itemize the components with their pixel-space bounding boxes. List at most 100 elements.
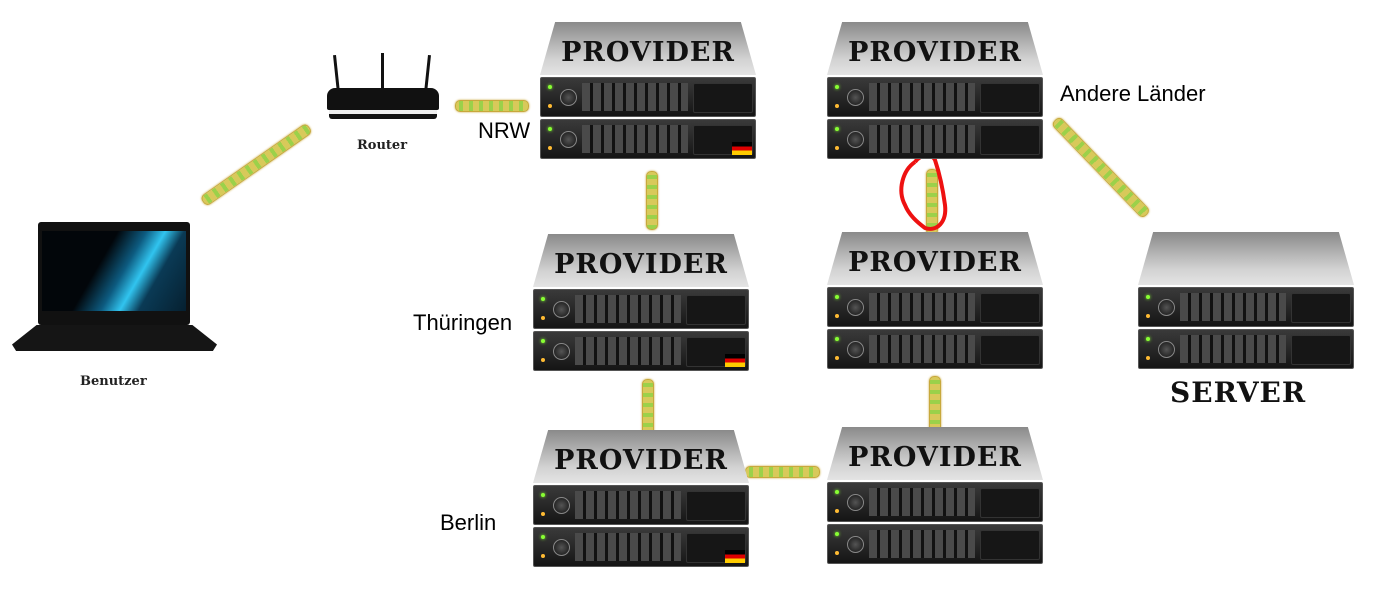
power-led-icon: [835, 337, 839, 341]
activity-led-icon: [541, 554, 545, 558]
provider-title: PROVIDER: [561, 37, 735, 68]
red-highlight-circle: [899, 153, 948, 231]
target-server: [1138, 232, 1354, 369]
server-unit: [540, 119, 756, 159]
power-button: [847, 131, 864, 148]
drive-bays: [869, 83, 975, 111]
server-top: [1138, 232, 1354, 285]
activity-led-icon: [541, 358, 545, 362]
server-unit: [533, 485, 749, 525]
drive-bays: [869, 125, 975, 153]
provider-bottom-right: PROVIDER: [827, 427, 1043, 564]
server-unit: [540, 77, 756, 117]
server-unit: [1138, 329, 1354, 369]
server-unit: [827, 524, 1043, 564]
power-button: [1158, 299, 1175, 316]
vent-grille: [1291, 335, 1351, 365]
server-unit: [533, 289, 749, 329]
server-top: PROVIDER: [827, 232, 1043, 285]
provider-title: PROVIDER: [554, 445, 728, 476]
vent-grille: [686, 295, 746, 325]
activity-led-icon: [835, 104, 839, 108]
power-led-icon: [835, 127, 839, 131]
power-button: [553, 301, 570, 318]
vent-grille: [980, 293, 1040, 323]
power-led-icon: [1146, 295, 1150, 299]
provider-middle-right: PROVIDER: [827, 232, 1043, 369]
drive-bays: [575, 337, 681, 365]
drive-bays: [575, 295, 681, 323]
vent-grille: [1291, 293, 1351, 323]
drive-bays: [575, 533, 681, 561]
power-button: [1158, 341, 1175, 358]
power-led-icon: [835, 490, 839, 494]
drive-bays: [582, 125, 688, 153]
region-label-andere-laender: Andere Länder: [1060, 81, 1206, 106]
server-unit: [827, 329, 1043, 369]
drive-bays: [582, 83, 688, 111]
power-led-icon: [541, 297, 545, 301]
vent-grille: [980, 335, 1040, 365]
server-unit: [827, 482, 1043, 522]
activity-led-icon: [548, 104, 552, 108]
vent-grille: [686, 491, 746, 521]
provider-nrw: PROVIDER: [540, 22, 756, 159]
vent-grille: [693, 125, 753, 155]
cable-router-nrw: [455, 100, 529, 112]
laptop-base: [12, 325, 217, 351]
drive-bays: [1180, 335, 1286, 363]
provider-thueringen: PROVIDER: [533, 234, 749, 371]
power-led-icon: [541, 339, 545, 343]
router-label: Router: [357, 138, 408, 153]
activity-led-icon: [541, 316, 545, 320]
power-button: [560, 131, 577, 148]
vent-grille: [980, 83, 1040, 113]
drive-bays: [1180, 293, 1286, 321]
german-flag-icon: [725, 354, 745, 367]
server-top: PROVIDER: [540, 22, 756, 75]
server-unit: [827, 287, 1043, 327]
server-unit: [533, 331, 749, 371]
activity-led-icon: [835, 509, 839, 513]
server-top: PROVIDER: [533, 430, 749, 483]
activity-led-icon: [835, 356, 839, 360]
server-unit: [533, 527, 749, 567]
power-button: [553, 539, 570, 556]
router: [327, 53, 440, 123]
region-label-berlin: Berlin: [440, 510, 497, 535]
drive-bays: [575, 491, 681, 519]
activity-led-icon: [1146, 314, 1150, 318]
region-label-nrw: NRW: [478, 118, 531, 143]
region-label-thueringen: Thüringen: [413, 310, 513, 335]
laptop-screen: [38, 222, 190, 325]
drive-bays: [869, 335, 975, 363]
activity-led-icon: [835, 146, 839, 150]
activity-led-icon: [1146, 356, 1150, 360]
activity-led-icon: [835, 551, 839, 555]
german-flag-icon: [732, 142, 752, 155]
laptop: [12, 222, 217, 354]
provider-andere-laender: PROVIDER: [827, 22, 1043, 159]
power-button: [847, 299, 864, 316]
power-led-icon: [835, 532, 839, 536]
server-unit: [1138, 287, 1354, 327]
power-button: [847, 536, 864, 553]
drive-bays: [869, 488, 975, 516]
activity-led-icon: [548, 146, 552, 150]
activity-led-icon: [835, 314, 839, 318]
power-led-icon: [1146, 337, 1150, 341]
vent-grille: [693, 83, 753, 113]
power-led-icon: [541, 493, 545, 497]
laptop-label: Benutzer: [80, 374, 147, 389]
provider-title: PROVIDER: [848, 442, 1022, 473]
activity-led-icon: [541, 512, 545, 516]
cable-berlin-provider: [745, 466, 820, 478]
provider-title: PROVIDER: [848, 37, 1022, 68]
drive-bays: [869, 293, 975, 321]
provider-title: PROVIDER: [554, 249, 728, 280]
power-button: [560, 89, 577, 106]
server-top: PROVIDER: [827, 427, 1043, 480]
server-top: PROVIDER: [827, 22, 1043, 75]
server-unit: [827, 119, 1043, 159]
